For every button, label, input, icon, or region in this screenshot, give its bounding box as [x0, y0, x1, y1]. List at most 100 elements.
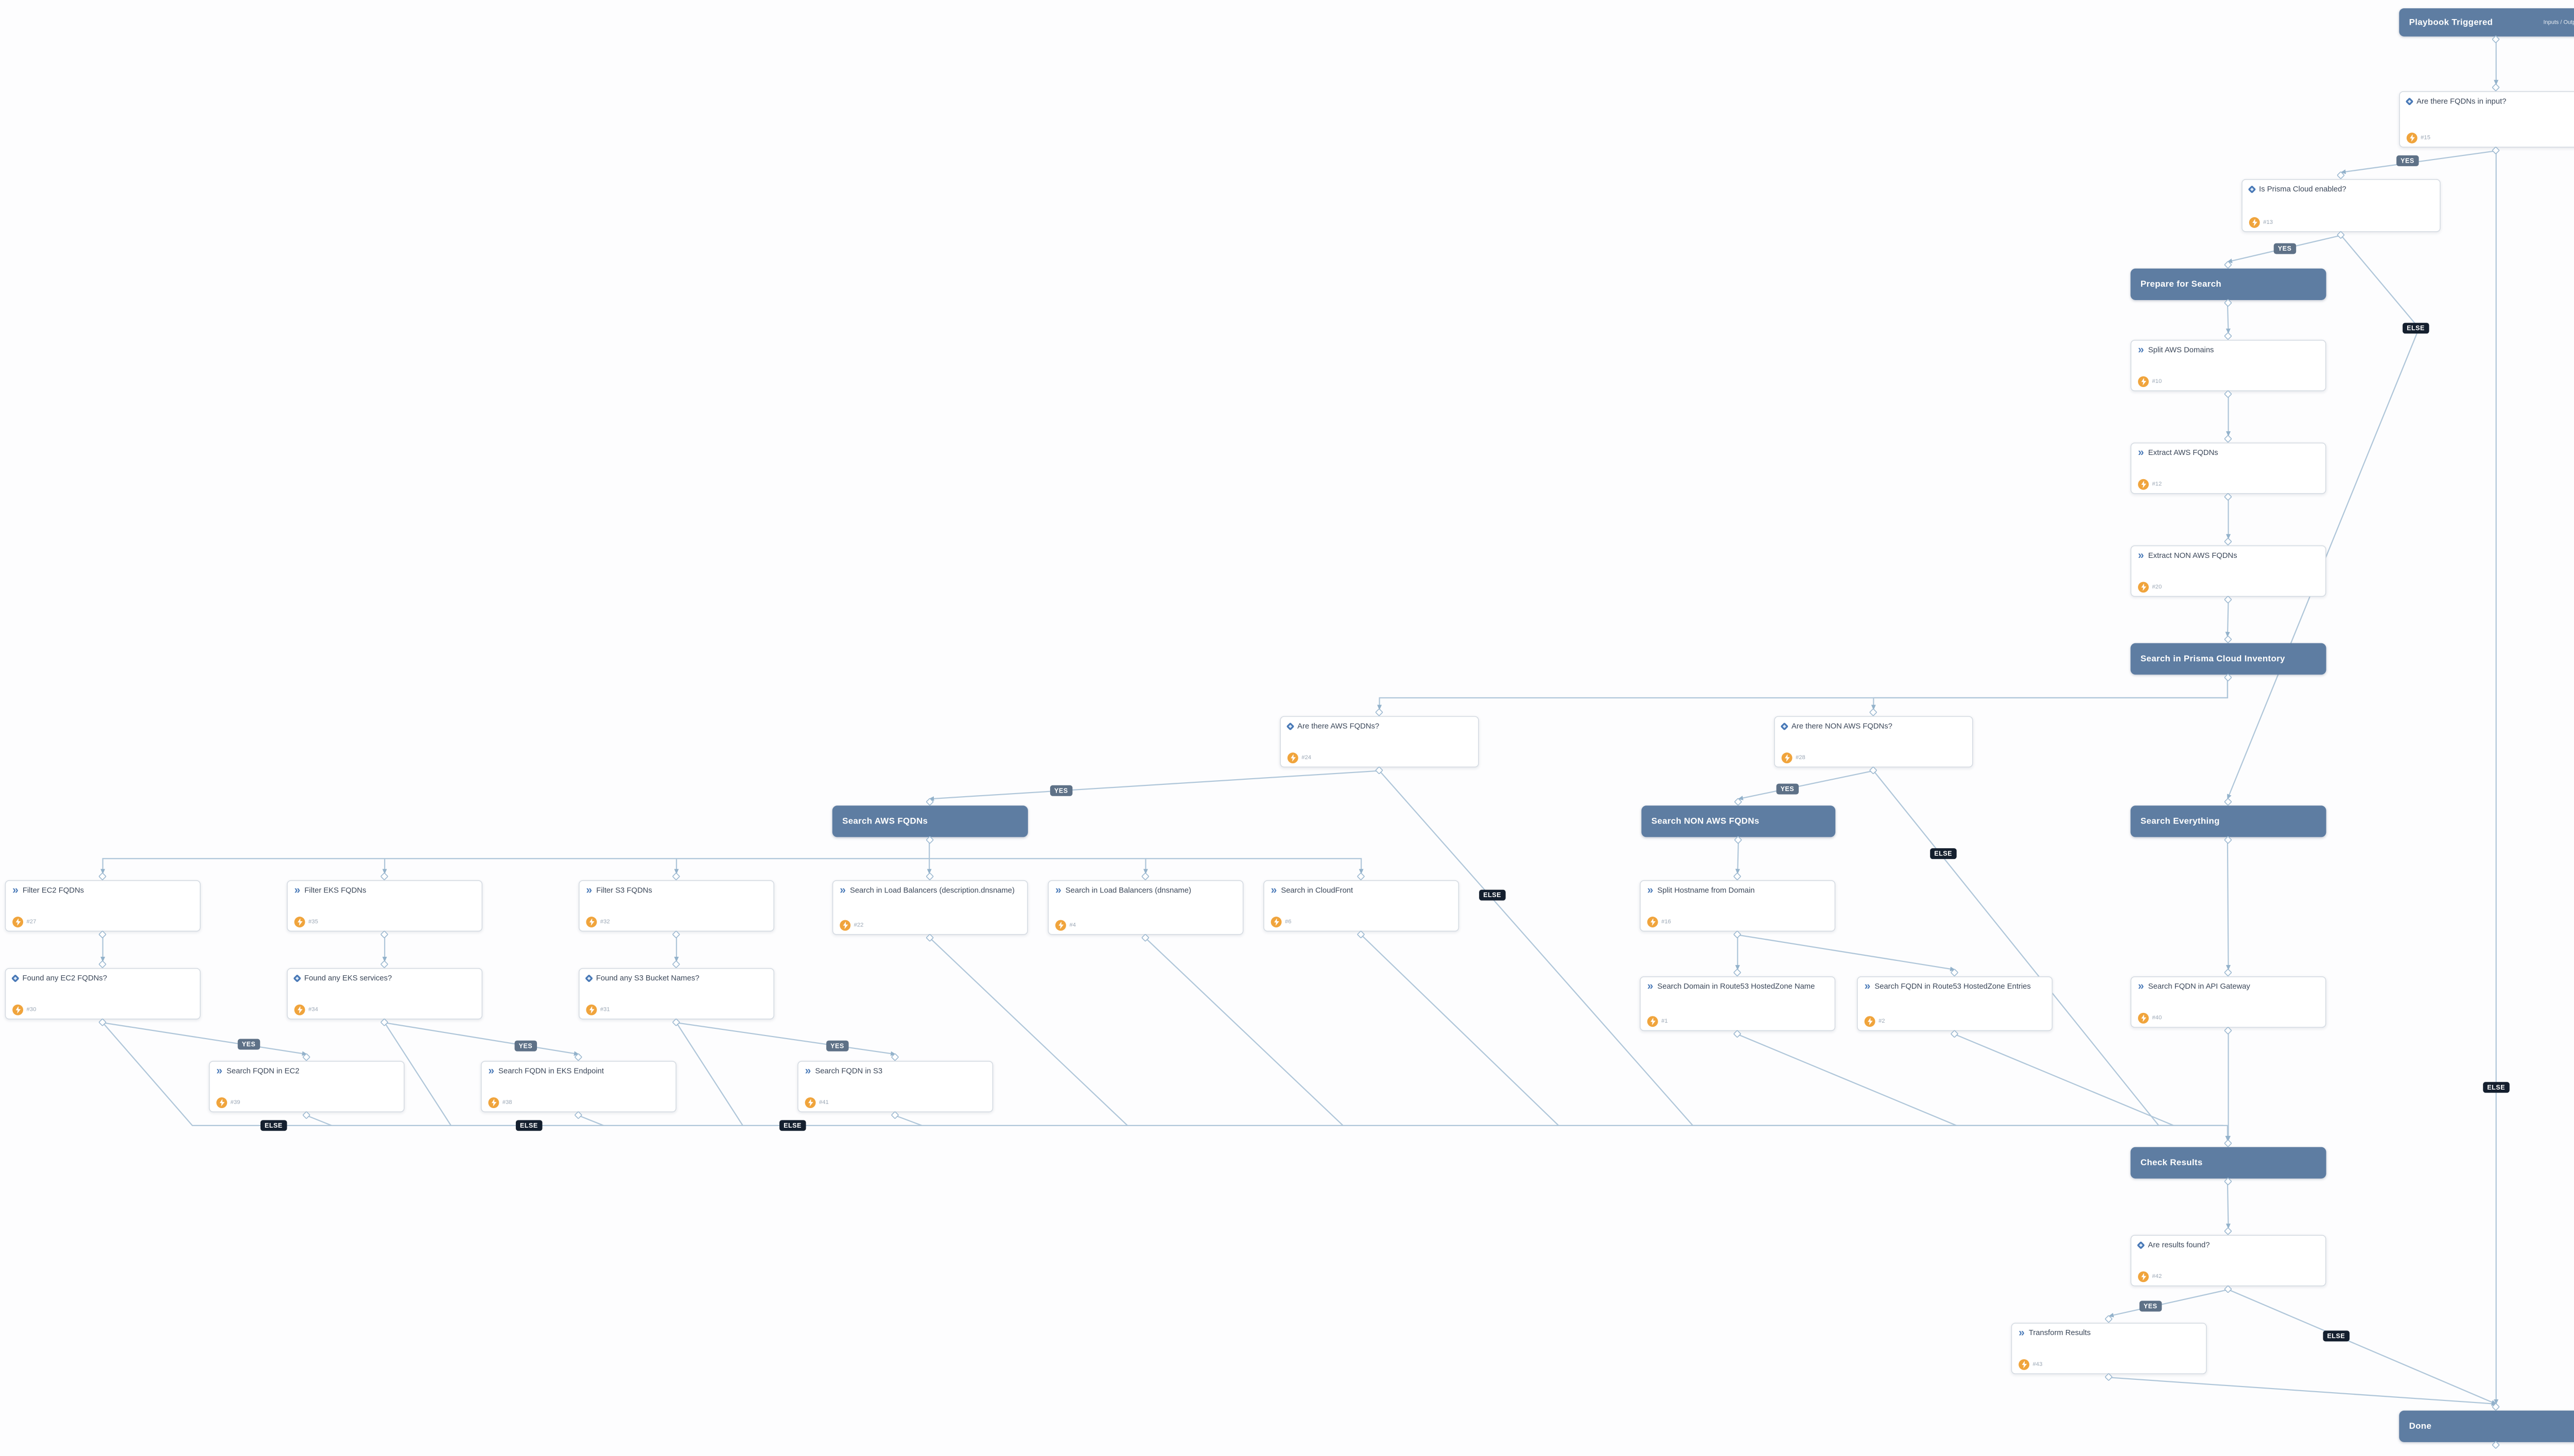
condition-node-are-there-aws-fqdns[interactable]: Are there AWS FQDNs?#24: [1280, 716, 1479, 768]
condition-node-are-there-fqdns-in-input[interactable]: Are there FQDNs in input?#15: [2399, 91, 2574, 148]
condition-node-are-results-found[interactable]: Are results found?#42: [2130, 1235, 2326, 1287]
node-title: Search FQDN in S3: [815, 1066, 883, 1075]
automation-script-icon: [1864, 1016, 1875, 1027]
node-title: Search in Load Balancers (dnsname): [1065, 886, 1191, 894]
task-id: #24: [1301, 755, 1312, 761]
task-chevrons-icon: »: [840, 883, 846, 896]
task-chevrons-icon: »: [216, 1064, 222, 1077]
condition-diamond-icon: [585, 974, 594, 983]
automation-script-icon: [2249, 217, 2260, 228]
task-node-search-domain-in-route53-hostedzone-name[interactable]: »Search Domain in Route53 HostedZone Nam…: [1640, 976, 1836, 1031]
task-node-extract-non-aws-fqdns[interactable]: »Extract NON AWS FQDNs#20: [2130, 545, 2326, 597]
task-node-search-in-load-balancers-description[interactable]: »Search in Load Balancers (description.d…: [832, 880, 1028, 935]
task-node-search-fqdn-in-eks-endpoint[interactable]: »Search FQDN in EKS Endpoint #38: [480, 1061, 677, 1113]
automation-script-icon: [12, 1004, 24, 1015]
node-footer: #42: [2138, 1271, 2319, 1283]
section-header-prepare-for-search[interactable]: Prepare for Search: [2130, 268, 2326, 300]
node-title: Search in CloudFront: [1281, 886, 1353, 894]
task-id: #38: [502, 1099, 512, 1106]
section-header-search-aws-fqdns[interactable]: Search AWS FQDNs: [832, 805, 1028, 837]
else-edge-label: ELSE: [1930, 848, 1957, 859]
yes-edge-label: YES: [2396, 155, 2419, 166]
automation-script-icon: [294, 917, 305, 927]
task-id: #31: [600, 1007, 610, 1013]
section-label: Playbook Triggered: [2409, 17, 2493, 28]
node-header: »Search in Load Balancers (dnsname): [1055, 883, 1236, 896]
automation-script-icon: [805, 1097, 816, 1109]
task-id: #27: [26, 919, 37, 925]
task-chevrons-icon: »: [1055, 883, 1062, 896]
yes-edge-label: YES: [2139, 1301, 2162, 1312]
node-footer: #41: [805, 1097, 986, 1109]
node-footer: #31: [586, 1004, 767, 1015]
task-node-search-fqdn-in-ec2[interactable]: »Search FQDN in EC2#39: [208, 1061, 405, 1113]
lightning-bolt-icon: [1058, 921, 1064, 929]
yes-edge-label: YES: [2273, 243, 2296, 254]
task-id: #32: [600, 919, 610, 925]
task-node-filter-ec2-fqdns[interactable]: »Filter EC2 FQDNs#27: [5, 880, 201, 932]
yes-edge-label: YES: [514, 1040, 537, 1051]
lightning-bolt-icon: [1650, 918, 1656, 926]
task-id: #12: [2152, 481, 2162, 487]
condition-node-are-there-non-aws-fqdns[interactable]: Are there NON AWS FQDNs?#28: [1774, 716, 1973, 768]
task-chevrons-icon: »: [2138, 979, 2144, 992]
task-node-transform-results[interactable]: »Transform Results#43: [2011, 1323, 2207, 1374]
section-header-search-non-aws-fqdns[interactable]: Search NON AWS FQDNs: [1641, 805, 1836, 837]
task-chevrons-icon: »: [2138, 343, 2144, 356]
edge-connector: [2226, 840, 2231, 971]
node-header: »Filter EKS FQDNs: [294, 884, 475, 895]
task-node-search-fqdn-in-s3[interactable]: »Search FQDN in S3 #41: [797, 1061, 994, 1113]
edge-connector: [1735, 840, 1740, 874]
section-header-search-everything[interactable]: Search Everything: [2130, 805, 2326, 837]
task-node-search-fqdn-in-route53-hostedzone-entries[interactable]: »Search FQDN in Route53 HostedZone Entri…: [1857, 976, 2053, 1031]
node-footer: #39: [216, 1097, 397, 1109]
condition-node-found-any-s3-bucket-names[interactable]: Found any S3 Bucket Names? #31: [579, 968, 775, 1020]
node-footer: #30: [12, 1004, 193, 1015]
condition-node-found-any-ec2-fqdns[interactable]: Found any EC2 FQDNs?#30: [5, 968, 201, 1020]
automation-script-icon: [2138, 376, 2149, 388]
node-footer: #1: [1647, 1016, 1828, 1027]
node-header: »Search in Load Balancers (description.d…: [840, 883, 1020, 896]
task-node-filter-eks-fqdns[interactable]: »Filter EKS FQDNs#35: [287, 880, 483, 932]
task-id: #16: [1661, 919, 1671, 925]
task-id: #6: [1285, 919, 1292, 925]
task-id: #39: [230, 1099, 240, 1106]
section-header-check-results[interactable]: Check Results: [2130, 1147, 2326, 1179]
lightning-bolt-icon: [589, 918, 595, 926]
task-node-filter-s3-fqdns[interactable]: »Filter S3 FQDNs #32: [579, 880, 775, 932]
node-header: »Search FQDN in S3: [805, 1065, 986, 1076]
edge-connector: [102, 1022, 2230, 1141]
task-node-split-aws-domains[interactable]: »Split AWS Domains#10: [2130, 340, 2326, 392]
node-title: Found any EKS services?: [304, 974, 392, 983]
task-node-search-in-load-balancers-dnsname[interactable]: »Search in Load Balancers (dnsname)#4: [1048, 880, 1244, 935]
inputs-outputs-link[interactable]: Inputs / Outputs: [2543, 19, 2574, 26]
lightning-bolt-icon: [1274, 918, 1279, 926]
task-node-extract-aws-fqdns[interactable]: »Extract AWS FQDNs#12: [2130, 442, 2326, 494]
task-chevrons-icon: »: [586, 883, 593, 896]
section-label: Search AWS FQDNs: [842, 816, 928, 827]
node-header: Found any S3 Bucket Names?: [585, 974, 767, 983]
section-header-search-in-prisma-cloud-inventory[interactable]: Search in Prisma Cloud Inventory: [2130, 643, 2326, 675]
task-chevrons-icon: »: [2019, 1326, 2025, 1339]
section-header-playbook-triggered[interactable]: Playbook Triggered Inputs / Outputs: [2399, 8, 2574, 37]
node-footer: #24: [1287, 752, 1471, 764]
edge-connector: [1361, 934, 1559, 1126]
node-title: Split AWS Domains: [2148, 345, 2214, 354]
node-header: Are there FQDNs in input?: [2405, 97, 2574, 106]
task-node-split-hostname-from-domain[interactable]: »Split Hostname from Domain#16: [1640, 880, 1836, 932]
task-node-search-in-cloudfront[interactable]: »Search in CloudFront#6: [1263, 880, 1459, 932]
task-id: #41: [819, 1099, 829, 1106]
task-node-search-fqdn-in-api-gateway[interactable]: »Search FQDN in API Gateway#40: [2130, 976, 2326, 1028]
node-title: Search in Load Balancers (description.dn…: [849, 886, 1015, 894]
condition-node-is-prisma-cloud-enabled[interactable]: Is Prisma Cloud enabled?#13: [2241, 179, 2441, 232]
lightning-bolt-icon: [2141, 1014, 2147, 1022]
lightning-bolt-icon: [2141, 378, 2147, 385]
lightning-bolt-icon: [1785, 754, 1790, 762]
node-header: »Search FQDN in EKS Endpoint: [488, 1065, 669, 1076]
condition-node-found-any-eks-services[interactable]: Found any EKS services?#34: [287, 968, 483, 1020]
node-header: »Filter S3 FQDNs: [586, 883, 767, 896]
task-id: #20: [2152, 584, 2162, 590]
section-header-done[interactable]: Done: [2399, 1410, 2574, 1442]
section-label: Prepare for Search: [2140, 279, 2221, 290]
